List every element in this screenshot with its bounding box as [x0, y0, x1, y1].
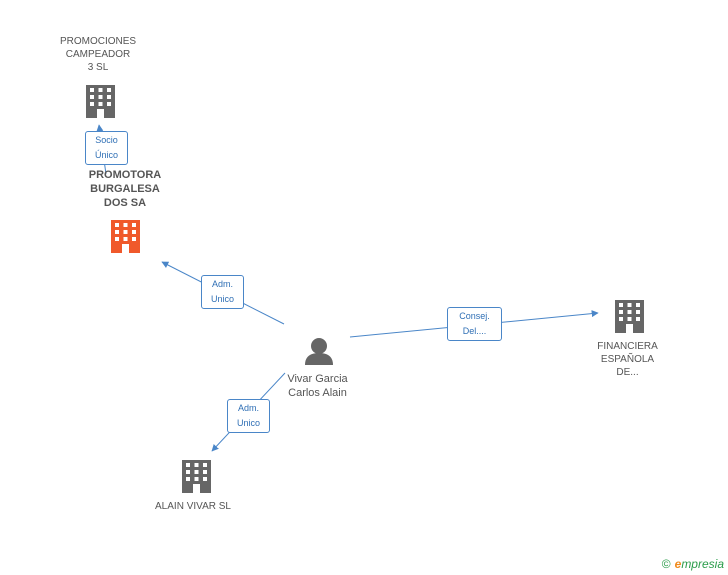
building-icon[interactable]	[615, 300, 644, 333]
node-label-alain[interactable]: ALAIN VIVAR SL	[155, 501, 231, 512]
building-icon[interactable]	[182, 460, 211, 493]
person-icon[interactable]	[305, 338, 333, 365]
empresia-brand: mpresia	[681, 557, 724, 571]
node-label-promotora[interactable]: PROMOTORA BURGALESA DOS SA	[88, 169, 162, 209]
node-label-promociones[interactable]: PROMOCIONES CAMPEADOR 3 SL	[59, 36, 137, 73]
building-icon[interactable]	[86, 85, 115, 118]
edge-label-socio-unico: Socio Único	[85, 131, 128, 165]
building-icon[interactable]	[111, 220, 140, 253]
edge-label-adm-unico: Adm. Unico	[227, 399, 270, 433]
edge-label-adm-unico: Adm. Unico	[201, 275, 244, 309]
copyright-icon: ©	[661, 557, 671, 571]
edge-label-consej-del: Consej. Del....	[447, 307, 502, 341]
node-label-financiera[interactable]: FINANCIERA ESPAÑOLA DE...	[597, 341, 658, 378]
node-label-vivar[interactable]: Vivar Garcia Carlos Alain	[287, 373, 348, 399]
empresia-footer: ©empresia	[662, 557, 724, 571]
empresia-logo-e: e	[674, 557, 682, 571]
